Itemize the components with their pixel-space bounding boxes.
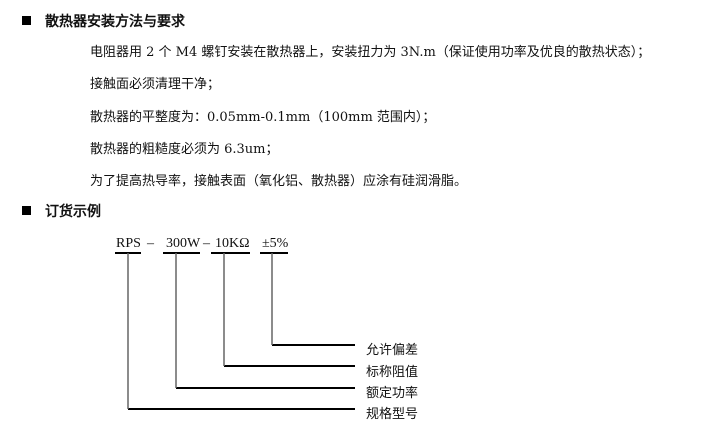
label-power: 额定功率 <box>366 386 419 401</box>
section-heading-heatsink: 散热器安装方法与要求 <box>22 13 185 31</box>
label-model: 规格型号 <box>366 407 419 422</box>
code-tolerance: ±5% <box>262 236 289 251</box>
heading-text: 订货示例 <box>45 204 101 220</box>
heading-text: 散热器安装方法与要求 <box>45 14 185 30</box>
requirement-item: 散热器的平整度为：0.05mm-0.1mm（100mm 范围内）； <box>90 110 436 125</box>
label-tolerance: 允许偏差 <box>366 343 419 358</box>
bullet-square-icon <box>22 206 31 215</box>
bullet-square-icon <box>22 16 31 25</box>
code-separator: – <box>147 236 154 251</box>
requirement-item: 散热器的粗糙度必须为 6.3um； <box>90 142 279 157</box>
label-resistance: 标称阻值 <box>366 365 419 380</box>
requirement-item: 为了提高热导率，接触表面（氧化铝、散热器）应涂有硅润滑脂。 <box>90 174 468 189</box>
requirement-item: 电阻器用 2 个 M4 螺钉安装在散热器上，安装扭力为 3N.m（保证使用功率及… <box>90 45 651 60</box>
code-resistance: 10KΩ <box>215 236 250 251</box>
section-heading-order-example: 订货示例 <box>22 203 101 221</box>
requirement-item: 接触面必须清理干净； <box>90 77 221 92</box>
code-power: 300W <box>166 236 201 251</box>
code-separator: – <box>203 236 210 251</box>
code-model: RPS <box>116 236 141 251</box>
